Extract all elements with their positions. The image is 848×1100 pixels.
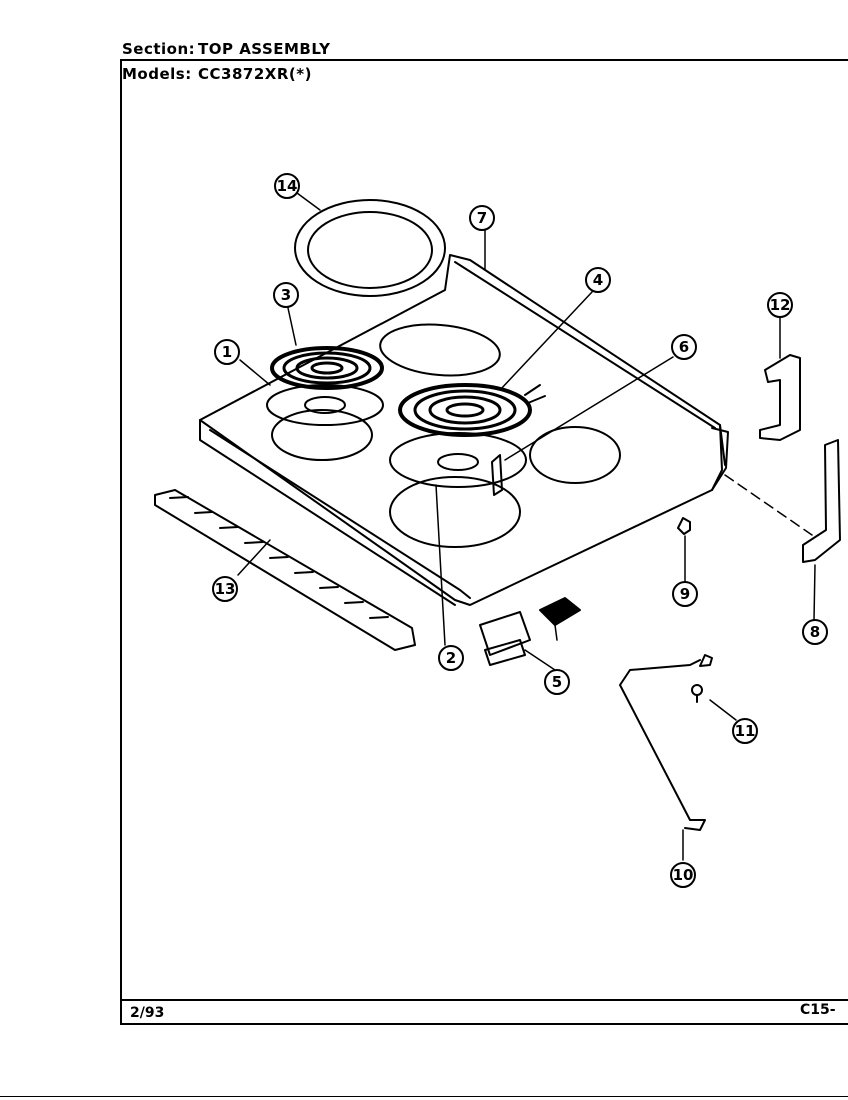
- screw-part: [677, 517, 691, 535]
- drip-bowl-left-part: [266, 384, 384, 426]
- section-header: Section:TOP ASSEMBLY: [122, 40, 330, 58]
- callout-7-label: 7: [477, 209, 487, 227]
- callout-9-label: 9: [680, 585, 690, 603]
- models-header: Models: CC3872XR(*): [122, 65, 312, 83]
- section-label: Section:: [122, 40, 196, 58]
- footer-divider: [120, 999, 848, 1001]
- models-label: Models:: [122, 65, 192, 83]
- drip-bowl-right-part: [389, 432, 527, 488]
- section-title: TOP ASSEMBLY: [198, 40, 331, 58]
- callout-5: 5: [544, 669, 570, 695]
- diagram-frame: [120, 59, 848, 1025]
- surface-element-left-part: [270, 346, 384, 390]
- callout-8: 8: [802, 619, 828, 645]
- callout-4: 4: [585, 267, 611, 293]
- front-trim-strip-part: [154, 489, 416, 651]
- wire-part: [619, 654, 713, 831]
- callout-14-label: 14: [277, 177, 298, 195]
- terminal-block-part: [479, 597, 581, 666]
- hinge-bracket-part: [759, 354, 801, 441]
- callout-5-label: 5: [552, 673, 562, 691]
- callout-11-label: 11: [735, 722, 756, 740]
- models-value: CC3872XR(*): [198, 65, 312, 83]
- callout-1-label: 1: [222, 343, 232, 361]
- callout-14: 14: [274, 173, 300, 199]
- callout-10-label: 10: [673, 866, 694, 884]
- cooktop-top-part: [199, 254, 729, 606]
- callout-13: 13: [212, 576, 238, 602]
- side-bracket-part: [724, 439, 841, 563]
- callout-2-label: 2: [446, 649, 456, 667]
- page-bottom-rule: [0, 1096, 848, 1097]
- callout-6-label: 6: [679, 338, 689, 356]
- callout-2: 2: [438, 645, 464, 671]
- callout-8-label: 8: [810, 623, 820, 641]
- callout-9: 9: [672, 581, 698, 607]
- callout-13-label: 13: [215, 580, 236, 598]
- surface-element-right-part: [398, 383, 546, 437]
- footer-date: 2/93: [130, 1005, 165, 1021]
- callout-12-label: 12: [770, 296, 791, 314]
- callout-11: 11: [732, 718, 758, 744]
- callout-12: 12: [767, 292, 793, 318]
- trim-ring-part: [294, 199, 446, 297]
- callout-4-label: 4: [593, 271, 603, 289]
- callout-3-label: 3: [281, 286, 291, 304]
- callout-3: 3: [273, 282, 299, 308]
- leader-lines: [237, 192, 816, 861]
- callout-1: 1: [214, 339, 240, 365]
- callout-6: 6: [671, 334, 697, 360]
- callout-7: 7: [469, 205, 495, 231]
- footer-page-code: C15-: [800, 1002, 836, 1018]
- callout-circles: 14 7 3 4 1 6 12 13 9 8 2 5 11 10: [212, 173, 828, 888]
- callout-10: 10: [670, 862, 696, 888]
- clip-part: [491, 454, 503, 496]
- small-screw-part: [691, 684, 703, 703]
